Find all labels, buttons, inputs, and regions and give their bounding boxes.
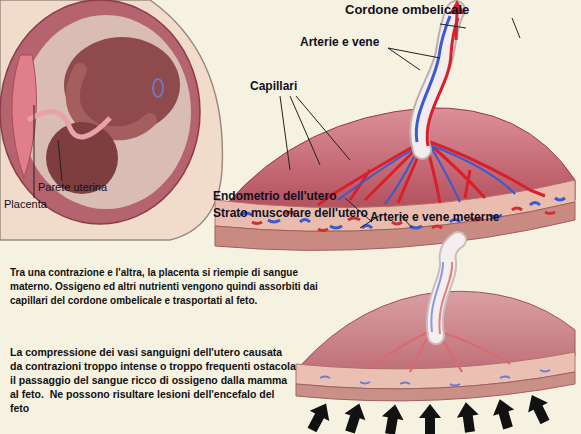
note-text: Tra una contrazione e l'altra, la placen…	[10, 266, 332, 308]
umbilical-cord-outline	[419, 10, 456, 150]
leader-line	[296, 96, 350, 160]
uterus-illustration	[0, 0, 222, 240]
pressure-arrow	[302, 398, 336, 434]
part-label: Arterie e vene meterne	[370, 211, 499, 225]
amniotic-cavity	[21, 15, 191, 209]
leader-line	[58, 140, 62, 181]
uterine-wall	[0, 0, 200, 224]
cord-artery	[439, 262, 452, 334]
cord-artery	[427, 18, 458, 146]
part-label: Endometrio dell'utero	[213, 190, 337, 204]
pressure-arrow	[522, 390, 555, 427]
leader-line	[512, 18, 520, 38]
compressed-vessels	[320, 370, 550, 386]
pressure-arrow	[340, 400, 370, 434]
part-label: Parete uterina	[38, 181, 107, 194]
pressure-arrow	[489, 396, 518, 431]
fetus-body	[64, 37, 180, 133]
abdomen-outline	[0, 0, 222, 240]
part-label: Cordone ombelicale	[345, 3, 469, 18]
pressure-arrow	[455, 401, 481, 434]
leader-line	[34, 105, 35, 198]
part-label: Arterie e vene	[300, 36, 379, 50]
part-label: Strato muscolare dell'utero	[213, 207, 368, 221]
leader-line	[440, 24, 466, 28]
pressure-arrow	[419, 404, 441, 434]
compressed-section	[296, 240, 575, 434]
small-oval	[153, 79, 163, 97]
umbilical-cord	[419, 10, 456, 150]
pressure-arrow	[379, 403, 406, 434]
leader-line	[280, 96, 290, 170]
part-label: Placenta	[4, 198, 47, 211]
cord-vein	[431, 262, 443, 332]
part-label: Capillari	[250, 80, 297, 94]
umbilical-cord-small	[28, 112, 110, 137]
note-text: La compressione dei vasi sanguigni dell'…	[10, 345, 296, 415]
leader-line	[388, 48, 420, 70]
